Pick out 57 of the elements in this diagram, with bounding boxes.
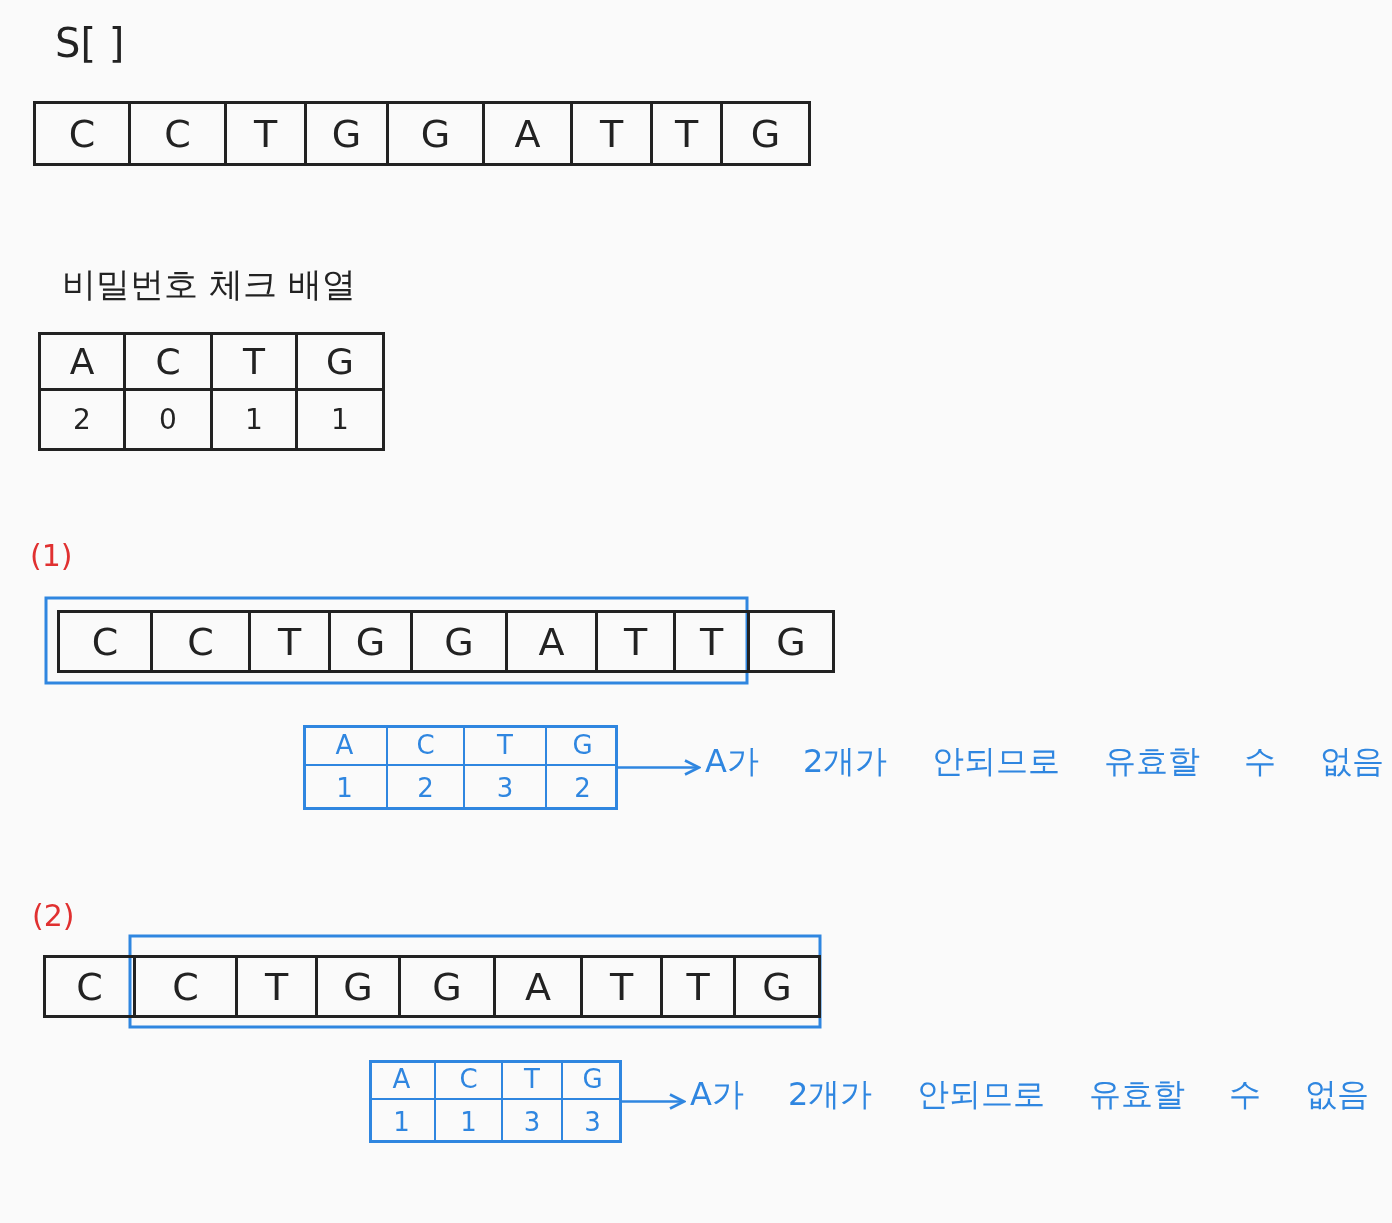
table-title: 비밀번호 체크 배열: [62, 263, 356, 306]
array-cell: G: [295, 332, 385, 391]
table-cell: 1: [303, 766, 388, 810]
array-cell: A: [482, 101, 573, 166]
array-cell: C: [133, 955, 238, 1018]
table-cell: 3: [503, 1100, 563, 1143]
array-cell: A: [493, 955, 583, 1018]
array-cell: T: [570, 101, 653, 166]
array-cell: C: [128, 101, 227, 166]
array-cell: T: [580, 955, 663, 1018]
table-cell: A: [369, 1060, 436, 1100]
array-cell: 1: [295, 388, 385, 451]
case-number: (1): [30, 538, 73, 573]
table-cell: A: [303, 725, 388, 766]
table-cell: T: [465, 725, 547, 766]
array-cell: G: [304, 101, 389, 166]
array-cell: T: [224, 101, 307, 166]
array-cell: T: [650, 101, 723, 166]
table-cell-text: 3: [583, 1105, 602, 1139]
table-cell: 3: [465, 766, 547, 810]
note-text: A가 2개가 안되므로 유효할 수 없음: [705, 745, 1385, 777]
array-cell: G: [410, 610, 508, 673]
array-cell: C: [33, 101, 131, 166]
arrow: [618, 759, 701, 776]
table-cell-text: 2: [573, 772, 592, 805]
array-cell: T: [235, 955, 318, 1018]
array-cell: G: [315, 955, 401, 1018]
case-number: (2): [32, 898, 75, 933]
table-cell: G: [563, 1060, 622, 1100]
table-cell: T: [503, 1060, 563, 1100]
table-cell: C: [388, 725, 465, 766]
array-title: S[ ]: [55, 20, 125, 66]
array-cell: C: [150, 610, 251, 673]
table-cell: 1: [369, 1100, 436, 1143]
array-cell: A: [505, 610, 598, 673]
array-cell: A: [38, 332, 126, 391]
array-cell: C: [57, 610, 153, 673]
array-cell: T: [248, 610, 331, 673]
table-cell: 2: [388, 766, 465, 810]
array-cell: G: [733, 955, 821, 1018]
array-cell: T: [660, 955, 736, 1018]
array-cell: T: [595, 610, 676, 673]
table-cell: C: [436, 1060, 503, 1100]
arrow: [622, 1093, 686, 1110]
count-table: [369, 1060, 622, 1143]
array-cell: C: [43, 955, 136, 1018]
array-cell: G: [747, 610, 835, 673]
table-cell: G: [547, 725, 618, 766]
array-cell: T: [673, 610, 750, 673]
array-cell: G: [386, 101, 485, 166]
array-cell: G: [328, 610, 413, 673]
table-cell: 1: [436, 1100, 503, 1143]
array-cell: G: [398, 955, 496, 1018]
note-text: A가 2개가 안되므로 유효할 수 없음: [690, 1078, 1370, 1110]
array-cell: G: [720, 101, 811, 166]
array-cell: 2: [38, 388, 126, 451]
count-table: [303, 725, 618, 810]
